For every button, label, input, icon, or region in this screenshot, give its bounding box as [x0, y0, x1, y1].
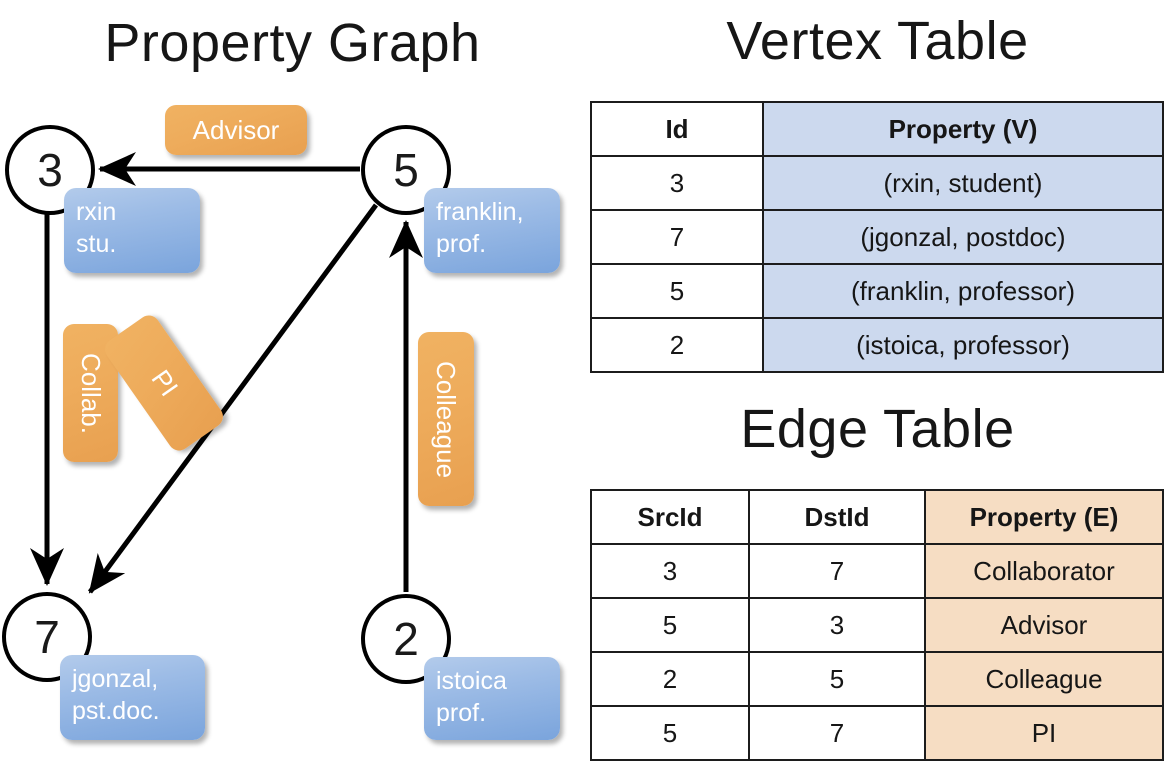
- edge-arrow-5-to-7: [87, 203, 379, 594]
- edge-cell-dstid: 7: [748, 543, 926, 599]
- edge-cell-property: PI: [924, 705, 1164, 761]
- table-row: 3 (rxin, student): [590, 155, 1164, 211]
- graph-node-2[interactable]: 2: [361, 594, 451, 684]
- table-row: 2 (istoica, professor): [590, 317, 1164, 373]
- edge-cell-srcid: 5: [590, 705, 750, 761]
- edge-label-colleague: Colleague: [418, 332, 474, 506]
- graph-edge-arrows: [30, 152, 423, 594]
- edge-cell-dstid: 5: [748, 651, 926, 707]
- node-property-box-3: rxin stu.: [64, 188, 200, 273]
- edge-cell-dstid: 3: [748, 597, 926, 653]
- edge-cell-property: Colleague: [924, 651, 1164, 707]
- edge-label-collab-text: Collab.: [76, 352, 106, 434]
- vertex-table-header-property: Property (V): [762, 101, 1164, 157]
- edge-cell-dstid: 7: [748, 705, 926, 761]
- table-row: 5 3 Advisor: [590, 597, 1164, 653]
- vertex-cell-property: (jgonzal, postdoc): [762, 209, 1164, 265]
- edge-cell-srcid: 5: [590, 597, 750, 653]
- vertex-table: Id Property (V) 3 (rxin, student) 7 (jgo…: [590, 101, 1164, 373]
- edge-cell-srcid: 2: [590, 651, 750, 707]
- table-row: 3 7 Collaborator: [590, 543, 1164, 599]
- vertex-cell-id: 5: [590, 263, 764, 319]
- edge-table: SrcId DstId Property (E) 3 7 Collaborato…: [590, 489, 1164, 761]
- vertex-cell-property: (istoica, professor): [762, 317, 1164, 373]
- edge-label-advisor: Advisor: [165, 105, 307, 155]
- table-row: 7 (jgonzal, postdoc): [590, 209, 1164, 265]
- vertex-cell-id: 3: [590, 155, 764, 211]
- edge-table-header-srcid: SrcId: [590, 489, 750, 545]
- page-title-property-graph: Property Graph: [104, 13, 481, 73]
- table-row: 5 7 PI: [590, 705, 1164, 761]
- page-title-vertex-table: Vertex Table: [726, 11, 1029, 71]
- node-property-box-5: franklin, prof.: [424, 188, 560, 273]
- node-property-box-2: istoica prof.: [424, 657, 560, 740]
- vertex-table-header-row: Id Property (V): [590, 101, 1164, 157]
- edge-table-header-dstid: DstId: [748, 489, 926, 545]
- edge-label-pi-text: PI: [145, 364, 184, 402]
- edge-table-header-row: SrcId DstId Property (E): [590, 489, 1164, 545]
- vertex-cell-property: (franklin, professor): [762, 263, 1164, 319]
- page-title-edge-table: Edge Table: [740, 399, 1015, 459]
- edge-cell-property: Advisor: [924, 597, 1164, 653]
- edge-cell-srcid: 3: [590, 543, 750, 599]
- vertex-table-header-id: Id: [590, 101, 764, 157]
- vertex-cell-id: 2: [590, 317, 764, 373]
- table-row: 5 (franklin, professor): [590, 263, 1164, 319]
- property-graph-diagram: 3 5 7 2 rxin stu. franklin, prof. jgonza…: [0, 0, 585, 760]
- vertex-cell-property: (rxin, student): [762, 155, 1164, 211]
- vertex-cell-id: 7: [590, 209, 764, 265]
- table-row: 2 5 Colleague: [590, 651, 1164, 707]
- graph-node-5[interactable]: 5: [361, 125, 451, 215]
- node-property-box-7: jgonzal, pst.doc.: [60, 655, 205, 740]
- edge-table-header-property: Property (E): [924, 489, 1164, 545]
- edge-label-colleague-text: Colleague: [431, 360, 462, 478]
- edge-cell-property: Collaborator: [924, 543, 1164, 599]
- edge-label-advisor-text: Advisor: [192, 114, 280, 145]
